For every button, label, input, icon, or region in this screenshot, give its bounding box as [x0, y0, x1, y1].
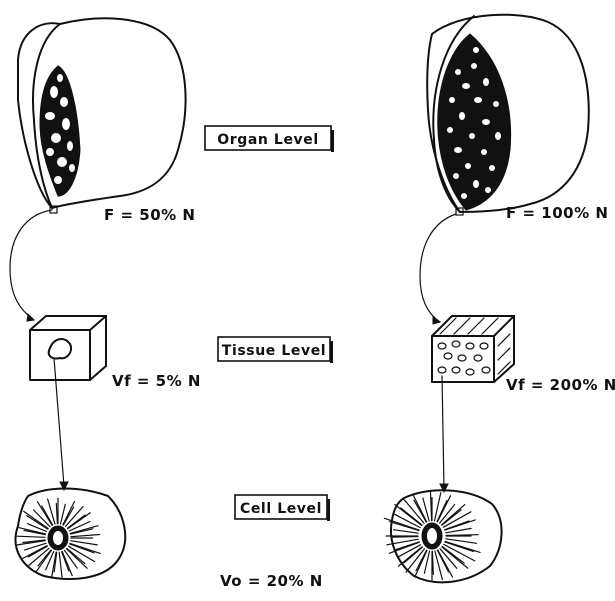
left-tissue-cube	[30, 316, 106, 380]
organ-level-box: Organ Level	[205, 126, 334, 152]
right-bone-section	[427, 15, 589, 215]
left-osteon-cell	[16, 489, 126, 579]
left-tissue-value: Vf = 5% N	[112, 372, 201, 390]
canaliculus-line	[19, 528, 45, 534]
tissue-level-box: Tissue Level	[218, 337, 333, 363]
right-connector-organ-tissue	[420, 214, 456, 322]
left-connector-organ-tissue	[10, 210, 52, 320]
canaliculus-line	[71, 535, 100, 537]
canaliculus-line	[446, 535, 478, 536]
canaliculus-line	[59, 552, 62, 577]
right-connector-tissue-cell	[442, 376, 444, 488]
right-organ-value: F = 100% N	[506, 204, 608, 222]
canaliculus-line	[71, 541, 98, 545]
left-organ-value: F = 50% N	[104, 206, 195, 224]
canaliculus-line	[56, 503, 57, 523]
left-connector-tissue-cell	[54, 358, 64, 486]
canaliculus-line	[17, 536, 45, 537]
canaliculus-line	[394, 530, 419, 534]
canaliculus-line	[69, 522, 90, 531]
canaliculus-line	[70, 544, 94, 553]
tissue-level-label: Tissue Level	[222, 343, 326, 359]
left-bone-section	[18, 18, 186, 213]
right-osteon-cell	[384, 490, 501, 582]
cell-level-box: Cell Level	[235, 495, 330, 521]
canaliculus-line	[23, 546, 47, 559]
canaliculus-line	[415, 550, 427, 576]
cell-value: Vo = 20% N	[220, 572, 323, 590]
canaliculus-line	[71, 529, 93, 534]
right-tissue-value: Vf = 200% N	[506, 376, 615, 394]
organ-level-label: Organ Level	[217, 132, 319, 148]
cell-level-label: Cell Level	[240, 501, 322, 517]
canaliculus-line	[70, 526, 98, 534]
right-tissue-block	[432, 316, 514, 382]
